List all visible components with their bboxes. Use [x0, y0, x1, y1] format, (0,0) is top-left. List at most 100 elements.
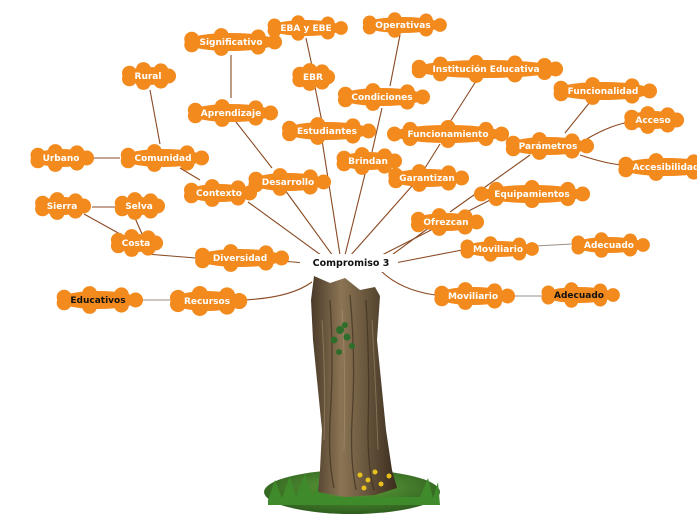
- node-accesibilidad[interactable]: Accesibilidad: [618, 153, 697, 181]
- node-sierra[interactable]: Sierra: [35, 192, 92, 220]
- cloud-bump: [419, 13, 433, 28]
- cloud-bump: [336, 150, 352, 166]
- cloud-bump: [624, 109, 640, 125]
- cloud-bump: [377, 148, 393, 164]
- node-label: Contexto: [196, 189, 242, 199]
- node-selva[interactable]: Selva: [114, 192, 166, 220]
- node-operativas[interactable]: Operativas: [362, 12, 447, 38]
- cloud-bump: [146, 156, 162, 172]
- cloud-bump: [507, 67, 523, 83]
- cloud-bump: [135, 62, 151, 78]
- cloud-bump: [434, 285, 450, 301]
- node-educativos[interactable]: Educativos: [56, 286, 144, 314]
- cloud-bump: [213, 40, 229, 56]
- cloud-bump: [194, 150, 210, 166]
- node-desarrollo[interactable]: Desarrollo: [248, 168, 332, 196]
- cloud-bump: [564, 282, 579, 296]
- cloud-bump: [250, 39, 266, 55]
- cloud-bump: [387, 12, 402, 26]
- trunk-texture: [328, 294, 375, 491]
- node-costa[interactable]: Costa: [110, 229, 164, 257]
- cloud-bump: [258, 255, 274, 271]
- root-node[interactable]: Compromiso 3: [300, 254, 398, 272]
- cloud-bump: [143, 193, 159, 209]
- cloud-bump: [686, 154, 697, 170]
- cloud-bump: [431, 220, 447, 236]
- cloud-bump: [191, 299, 208, 317]
- node-mobiliario2[interactable]: Moviliario: [434, 282, 516, 310]
- node-funcionalidad[interactable]: Funcionalidad: [553, 77, 658, 105]
- cloud-bump: [267, 34, 283, 50]
- cloud-bump: [365, 83, 381, 99]
- edge-root-brindan: [344, 169, 367, 256]
- cloud-bump: [431, 208, 447, 224]
- node-recursos[interactable]: Recursos: [169, 285, 248, 317]
- node-rural[interactable]: Rural: [122, 62, 177, 90]
- cloud-bump: [594, 244, 609, 258]
- cloud-bump: [354, 159, 370, 175]
- node-label: Accesibilidad: [633, 163, 697, 173]
- node-mobiliario1[interactable]: Moviliario: [460, 236, 539, 262]
- node-urbano[interactable]: Urbano: [30, 144, 95, 172]
- node-parametros[interactable]: Parámetros: [505, 132, 595, 160]
- cloud-bump: [660, 107, 676, 123]
- edge-root-mobiliario1: [394, 249, 463, 264]
- node-label: Urbano: [43, 154, 80, 164]
- node-equipamientos[interactable]: Equipamientos: [473, 179, 591, 209]
- cloud-bump: [179, 145, 195, 161]
- cloud-bump: [114, 287, 129, 303]
- cloud-bump: [218, 287, 236, 304]
- node-funcionamiento[interactable]: Funcionamiento: [386, 119, 510, 149]
- node-comunidad[interactable]: Comunidad: [120, 144, 210, 172]
- root-label: Compromiso 3: [313, 258, 390, 269]
- node-eba-ebe[interactable]: EBA y EBE: [267, 15, 348, 41]
- node-estudiantes[interactable]: Estudiantes: [282, 117, 377, 145]
- cloud-bump: [399, 94, 415, 110]
- cloud-bump: [579, 138, 595, 154]
- node-condiciones[interactable]: Condiciones: [337, 83, 431, 111]
- node-significativo[interactable]: Significativo: [184, 28, 283, 56]
- cloud-bump: [56, 289, 72, 305]
- node-adecuado1[interactable]: Adecuado: [571, 232, 650, 258]
- cloud-bump: [334, 21, 348, 35]
- cloud-bump: [183, 182, 199, 198]
- node-ofrezcan[interactable]: Ofrezcan: [410, 208, 485, 236]
- cloud-bump: [140, 230, 156, 246]
- cloud-bump: [402, 121, 418, 137]
- cloud-bump: [606, 288, 620, 302]
- cloud-bump: [648, 153, 664, 169]
- cloud-bump: [230, 190, 246, 206]
- cloud-bump: [258, 245, 274, 261]
- cloud-bump: [483, 236, 498, 250]
- cloud-bump: [636, 238, 650, 252]
- cloud-bump: [419, 22, 433, 37]
- cloud-bump: [399, 84, 415, 100]
- node-brindan[interactable]: Brindan: [336, 147, 403, 175]
- cloud-bump: [537, 57, 552, 73]
- cloud-bump: [122, 65, 137, 81]
- node-diversidad[interactable]: Diversidad: [195, 244, 290, 272]
- node-label: Condiciones: [351, 93, 412, 103]
- node-ebr[interactable]: EBR: [292, 63, 336, 91]
- node-acceso[interactable]: Acceso: [624, 106, 685, 134]
- cloud-bump: [195, 247, 210, 263]
- node-contexto[interactable]: Contexto: [183, 179, 258, 207]
- node-label: Brindan: [348, 157, 388, 167]
- node-label: Acceso: [635, 116, 670, 126]
- node-label: Sierra: [47, 202, 78, 212]
- yellow-flowers: [357, 469, 392, 491]
- node-adecuado2[interactable]: Adecuado: [541, 282, 620, 308]
- cloud-bump: [248, 171, 264, 187]
- cloud-bump: [191, 285, 208, 303]
- node-institucion[interactable]: Institución Educativa: [411, 55, 564, 83]
- cloud-bump: [354, 147, 370, 163]
- cloud-bump: [69, 145, 85, 161]
- edge-desarrollo-aprendizaje: [235, 121, 273, 169]
- edge-brindan-condiciones: [371, 107, 383, 153]
- edge-root-desarrollo: [284, 189, 334, 257]
- edge-parametros-acceso: [584, 121, 631, 141]
- cloud-bump: [153, 63, 169, 79]
- cloud-bump: [560, 181, 576, 197]
- node-garantizan[interactable]: Garantizan: [388, 164, 470, 192]
- node-aprendizaje[interactable]: Aprendizaje: [187, 99, 279, 127]
